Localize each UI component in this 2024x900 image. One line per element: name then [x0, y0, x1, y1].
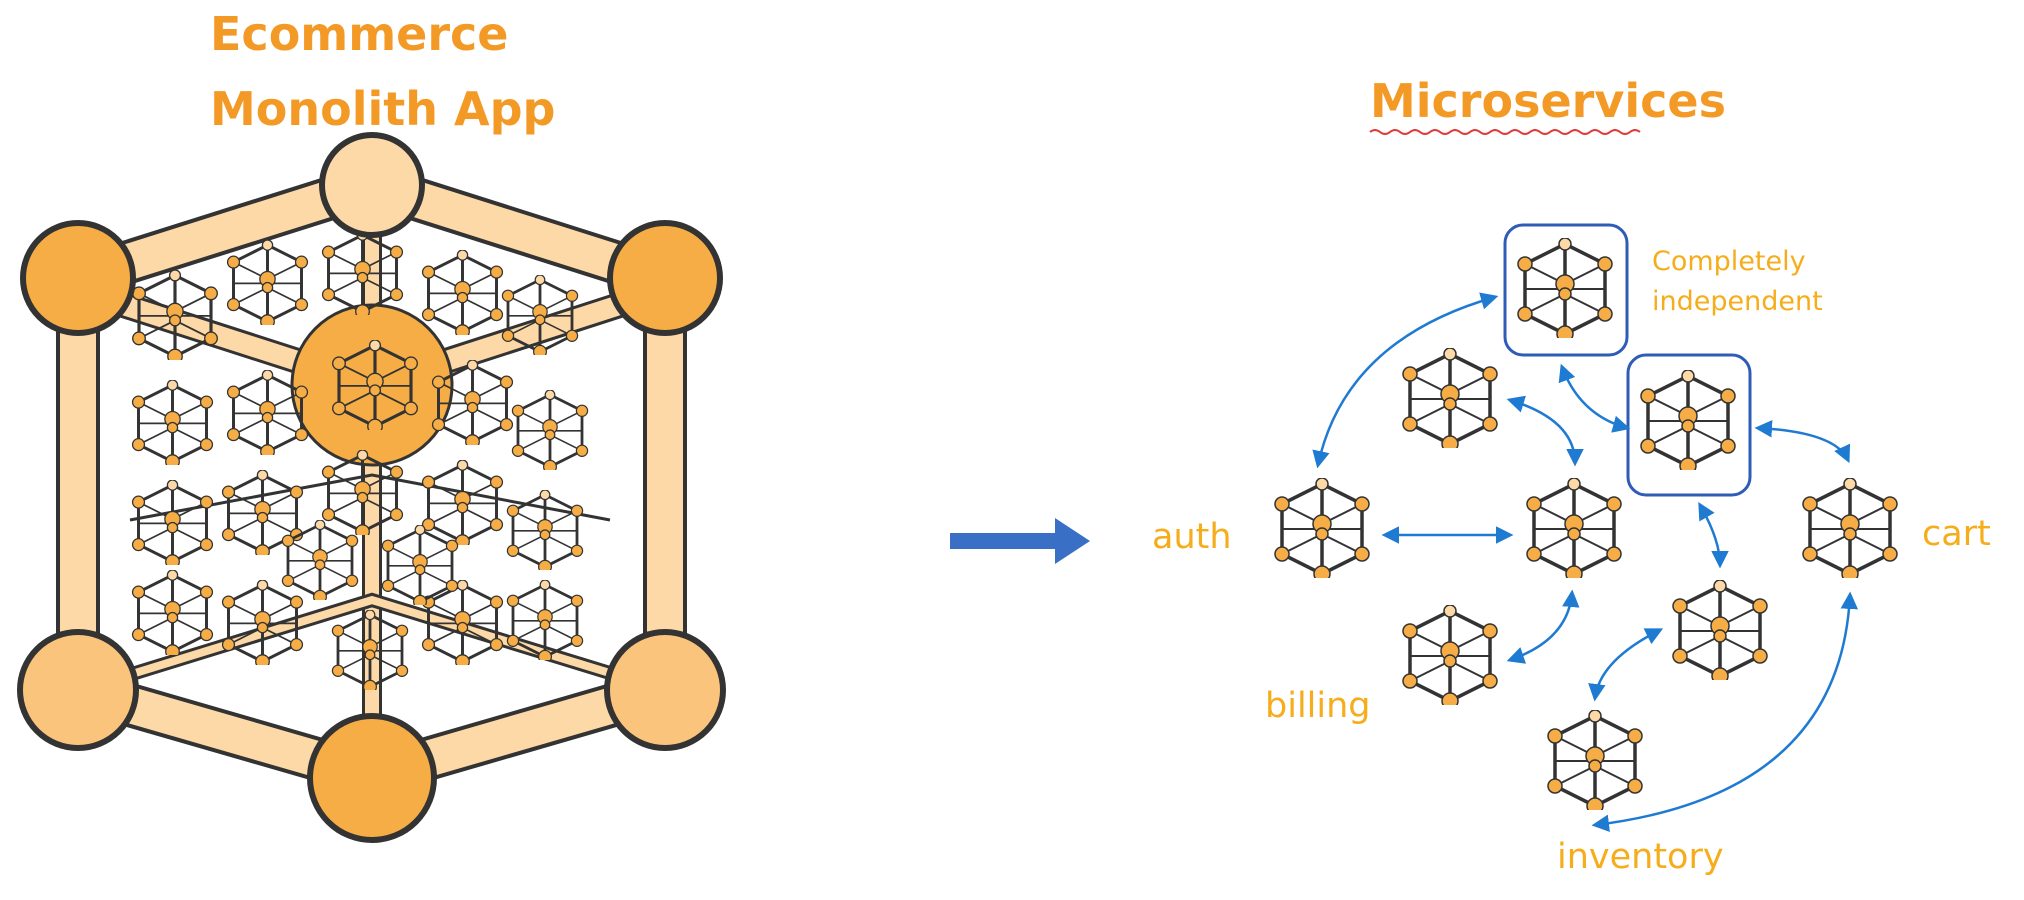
service-connections — [1312, 292, 1859, 832]
label-independent: independent — [1652, 286, 1823, 317]
service-cube-independent-second — [1639, 370, 1737, 470]
service-cube-independent-top — [1516, 238, 1614, 338]
service-cube-cart — [1801, 478, 1899, 578]
independent-service-box-1 — [1503, 223, 1629, 357]
service-cube-auth — [1273, 478, 1371, 578]
label-inventory: inventory — [1557, 837, 1724, 877]
microservices-title: Microservices — [1370, 74, 1726, 128]
monolith-title-line1: Ecommerce — [210, 7, 509, 61]
label-auth: auth — [1152, 517, 1232, 557]
label-billing: billing — [1265, 686, 1371, 726]
monolith-cube — [17, 132, 726, 843]
label-cart: cart — [1922, 514, 1991, 554]
service-cube-center — [1525, 478, 1623, 578]
service-cube-billing — [1401, 605, 1499, 705]
service-cube-upper-left — [1401, 348, 1499, 448]
spellcheck-underline — [1369, 129, 1641, 135]
label-completely: Completely — [1652, 246, 1806, 277]
monolith-title-line2: Monolith App — [210, 82, 555, 136]
service-cube-inventory — [1546, 710, 1644, 810]
service-cube-lower-right — [1671, 580, 1769, 680]
transition-arrow — [950, 518, 1090, 564]
